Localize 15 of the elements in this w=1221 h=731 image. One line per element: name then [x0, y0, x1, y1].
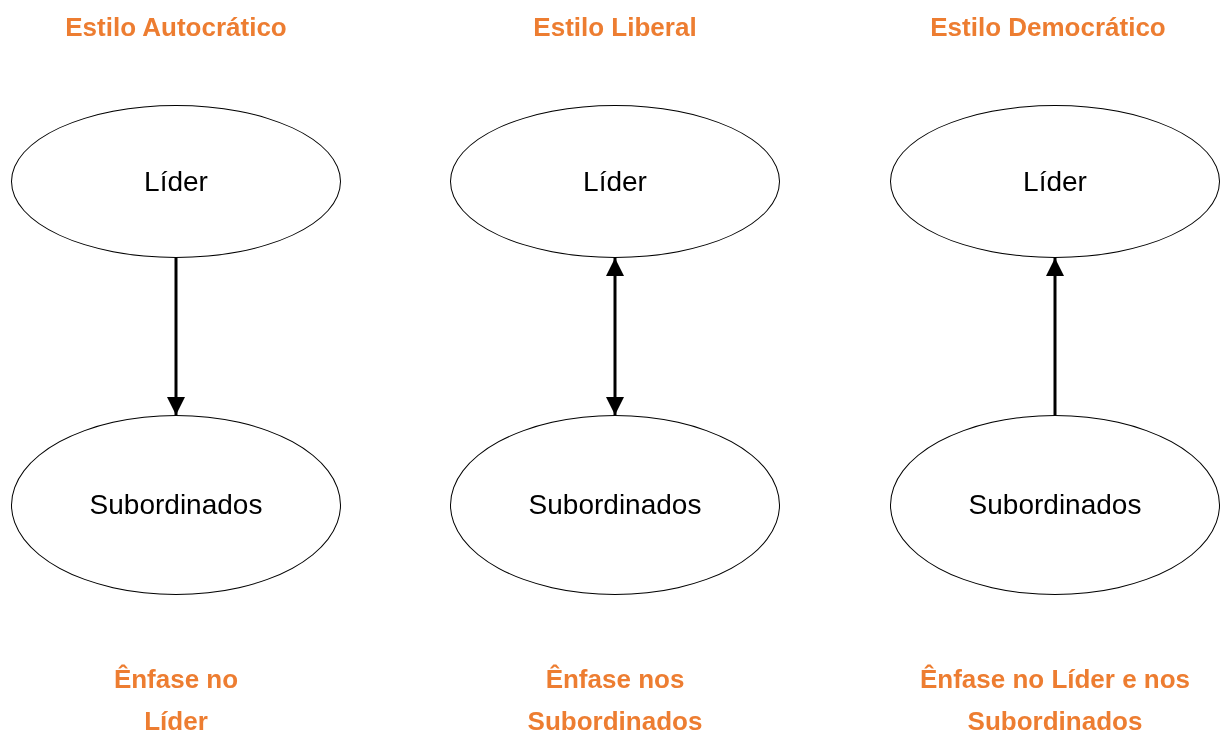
node-label: Líder [144, 164, 208, 199]
column-title: Estilo Democrático [929, 11, 1167, 44]
emphasis-note: Ênfase no Líder e nos Subordinados [918, 663, 1192, 731]
emphasis-note: Ênfase no Líder [112, 663, 240, 731]
node-label: Líder [583, 164, 647, 199]
node-label: Subordinados [528, 488, 702, 522]
column-title: Estilo Autocrático [64, 11, 288, 44]
emphasis-note: Ênfase nos Subordinados [526, 663, 704, 731]
arrow [606, 258, 624, 415]
node-label: Subordinados [968, 488, 1142, 522]
column-title: Estilo Liberal [532, 11, 698, 44]
node-label: Subordinados [89, 488, 263, 522]
arrow [1046, 258, 1064, 415]
node-label: Líder [1023, 164, 1087, 199]
arrow [167, 258, 185, 415]
